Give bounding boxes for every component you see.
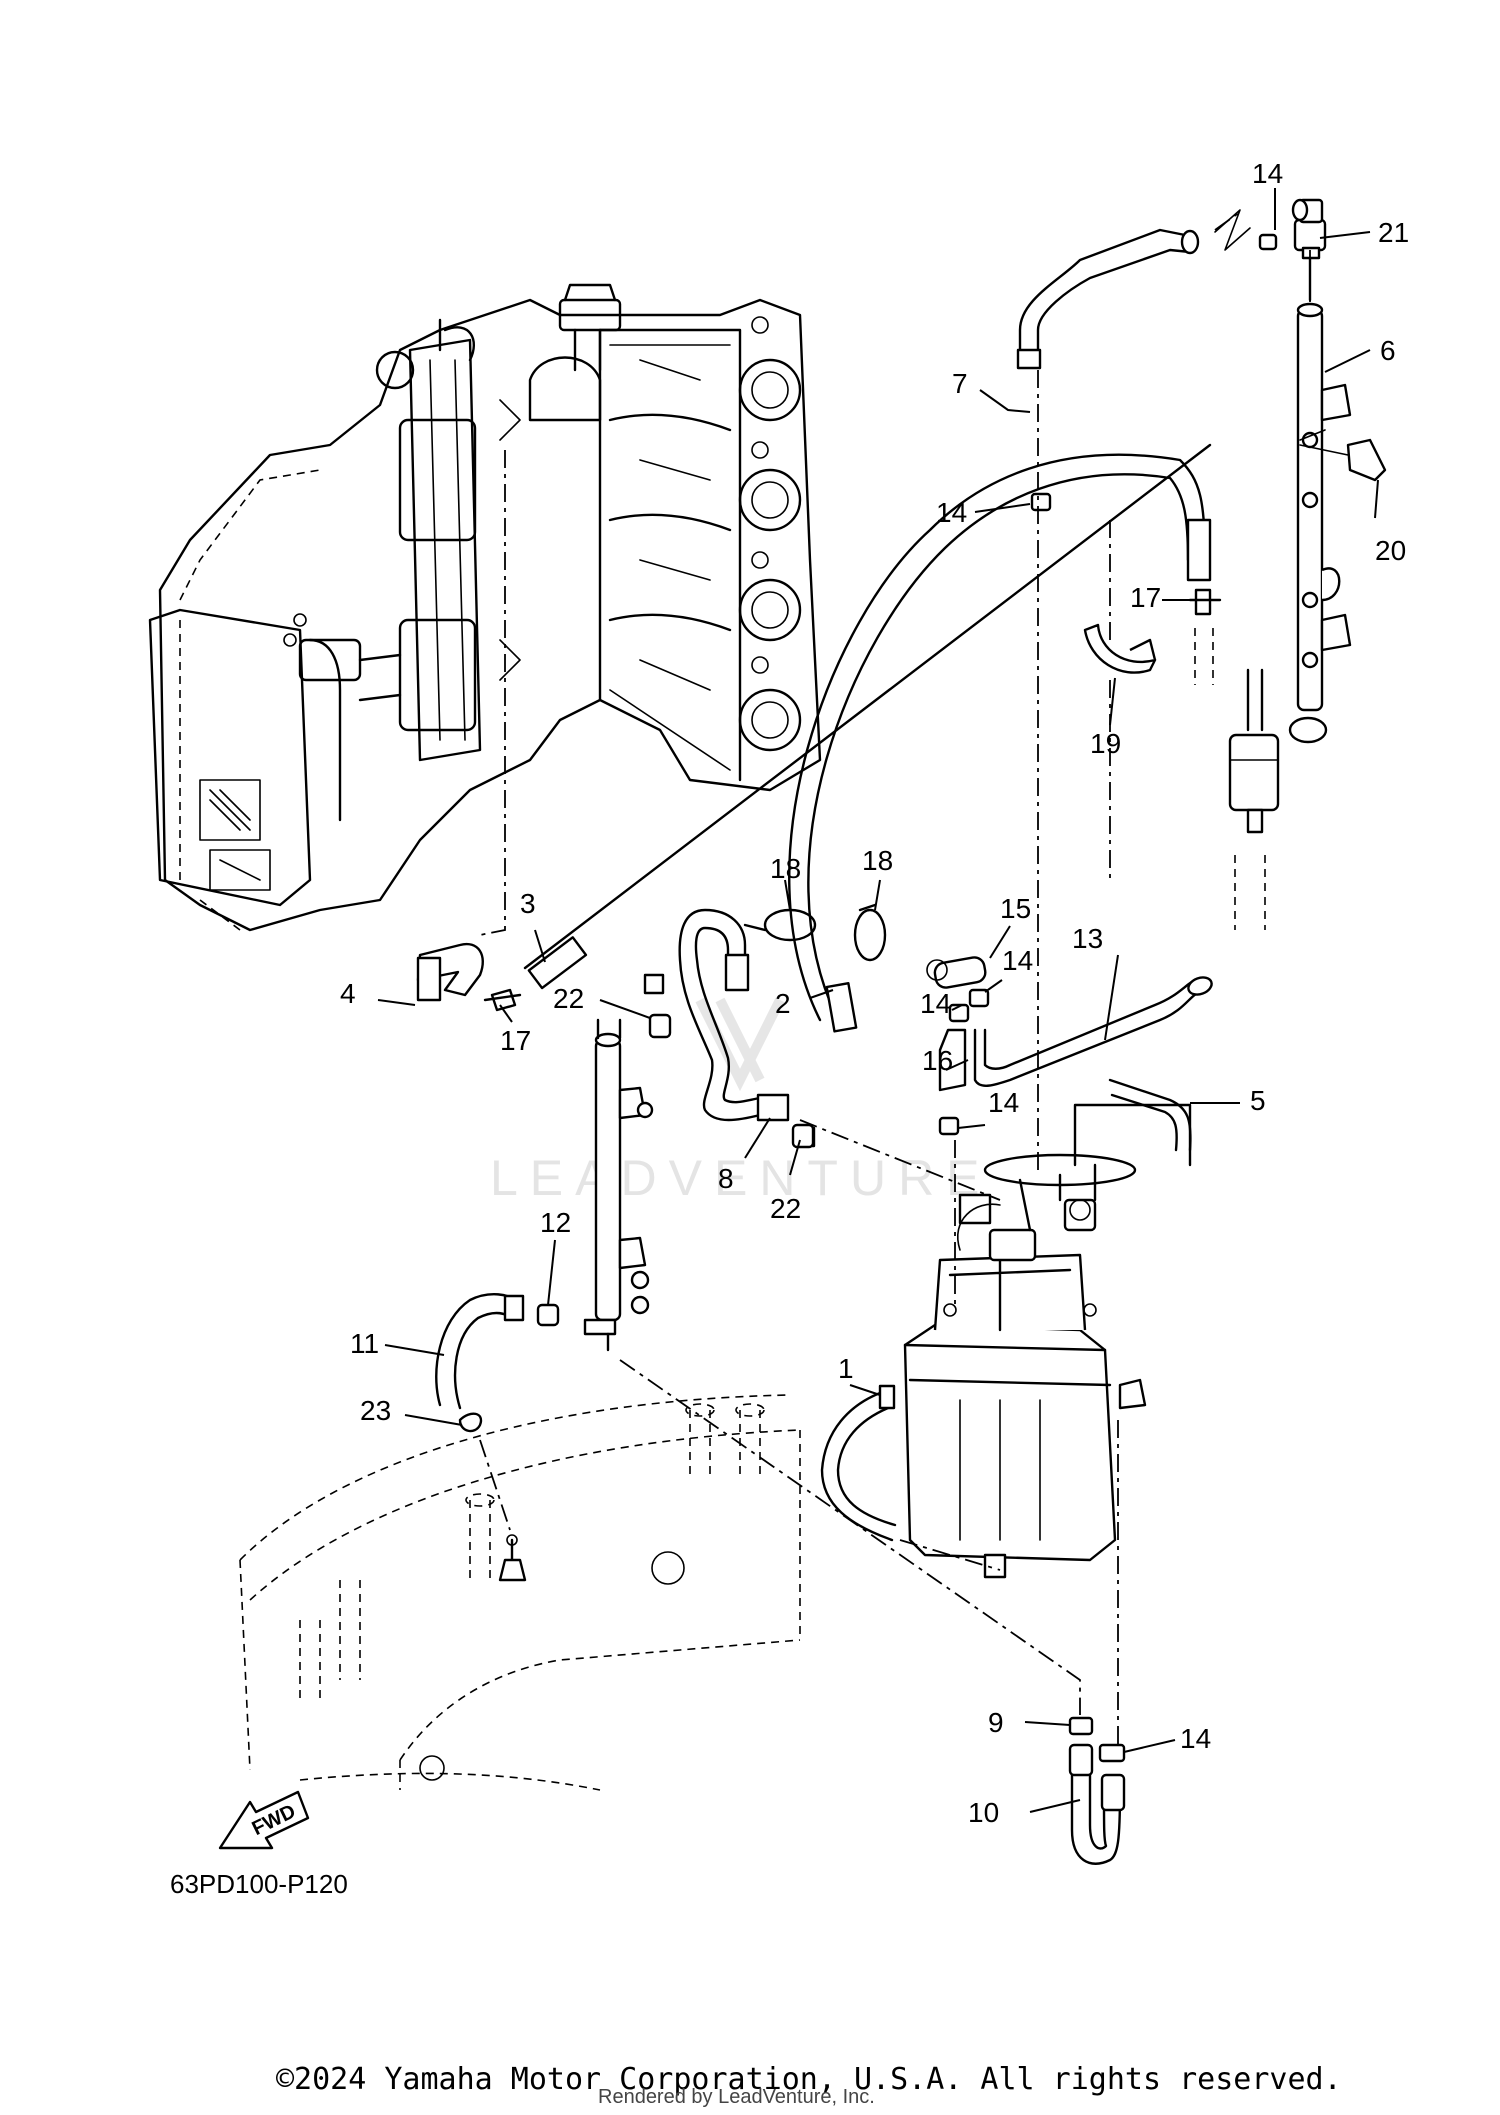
alignment-lines [479, 211, 1311, 1745]
callout-19: 19 [1090, 728, 1121, 759]
callout-5: 5 [1250, 1085, 1266, 1116]
callout-18-left: 18 [770, 853, 801, 884]
callout-4: 4 [340, 978, 356, 1009]
callout-7: 7 [952, 368, 968, 399]
callout-10: 10 [968, 1797, 999, 1828]
callout-23: 23 [360, 1395, 391, 1426]
callout-14-lower: 14 [988, 1087, 1019, 1118]
callout-22-upper: 22 [553, 983, 584, 1014]
copyright-notice: ©2024 Yamaha Motor Corporation, U.S.A. A… [276, 2062, 1342, 2097]
callout-14-mid-right: 14 [1002, 945, 1033, 976]
callout-9: 9 [988, 1707, 1004, 1738]
callout-20: 20 [1375, 535, 1406, 566]
fwd-arrow-icon: FWD [218, 1790, 310, 1850]
lower-cowling-case [239, 1394, 801, 1791]
callout-13: 13 [1072, 923, 1103, 954]
intake-ports [738, 316, 802, 752]
callout-18-right: 18 [862, 845, 893, 876]
callout-21: 21 [1378, 217, 1409, 248]
clip-14-topright [1258, 233, 1278, 251]
watermark-text: LEADVENTURE [490, 1150, 992, 1206]
callout-17-left: 17 [500, 1025, 531, 1056]
callout-2: 2 [775, 988, 791, 1019]
callout-6: 6 [1380, 335, 1396, 366]
watermark: LEADVENTURE [490, 997, 992, 1206]
diagram-reference-code: 63PD100-P120 [170, 1869, 348, 1899]
callout-8: 8 [718, 1163, 734, 1194]
callout-11: 11 [350, 1328, 379, 1359]
callout-1: 1 [838, 1353, 854, 1384]
engine-block [148, 283, 822, 932]
vapor-separator-tank [903, 1153, 1147, 1579]
callout-14-bottom: 14 [1180, 1723, 1211, 1754]
clip-14-top [1030, 492, 1052, 512]
clip-14-mid2 [968, 988, 990, 1008]
fuel-hoses [416, 198, 1387, 1865]
callout-labels: 1 2 3 4 5 6 7 8 9 10 11 12 13 14 14 14 1… [340, 158, 1409, 1828]
callout-3: 3 [520, 888, 536, 919]
callout-17-right: 17 [1130, 582, 1161, 613]
callout-22-lower: 22 [770, 1193, 801, 1224]
callout-15: 15 [1000, 893, 1031, 924]
callout-14-upper: 14 [936, 497, 967, 528]
callout-14-top-right: 14 [1252, 158, 1283, 189]
rendered-by-notice: Rendered by LeadVenture, Inc. [598, 2086, 875, 2108]
case-posts [299, 1403, 765, 1781]
leader-lines [377, 188, 1379, 1813]
callout-12: 12 [540, 1207, 571, 1238]
clip-14-lower [938, 1116, 960, 1136]
callout-16: 16 [922, 1045, 953, 1076]
callout-14-mid-left: 14 [920, 988, 951, 1019]
